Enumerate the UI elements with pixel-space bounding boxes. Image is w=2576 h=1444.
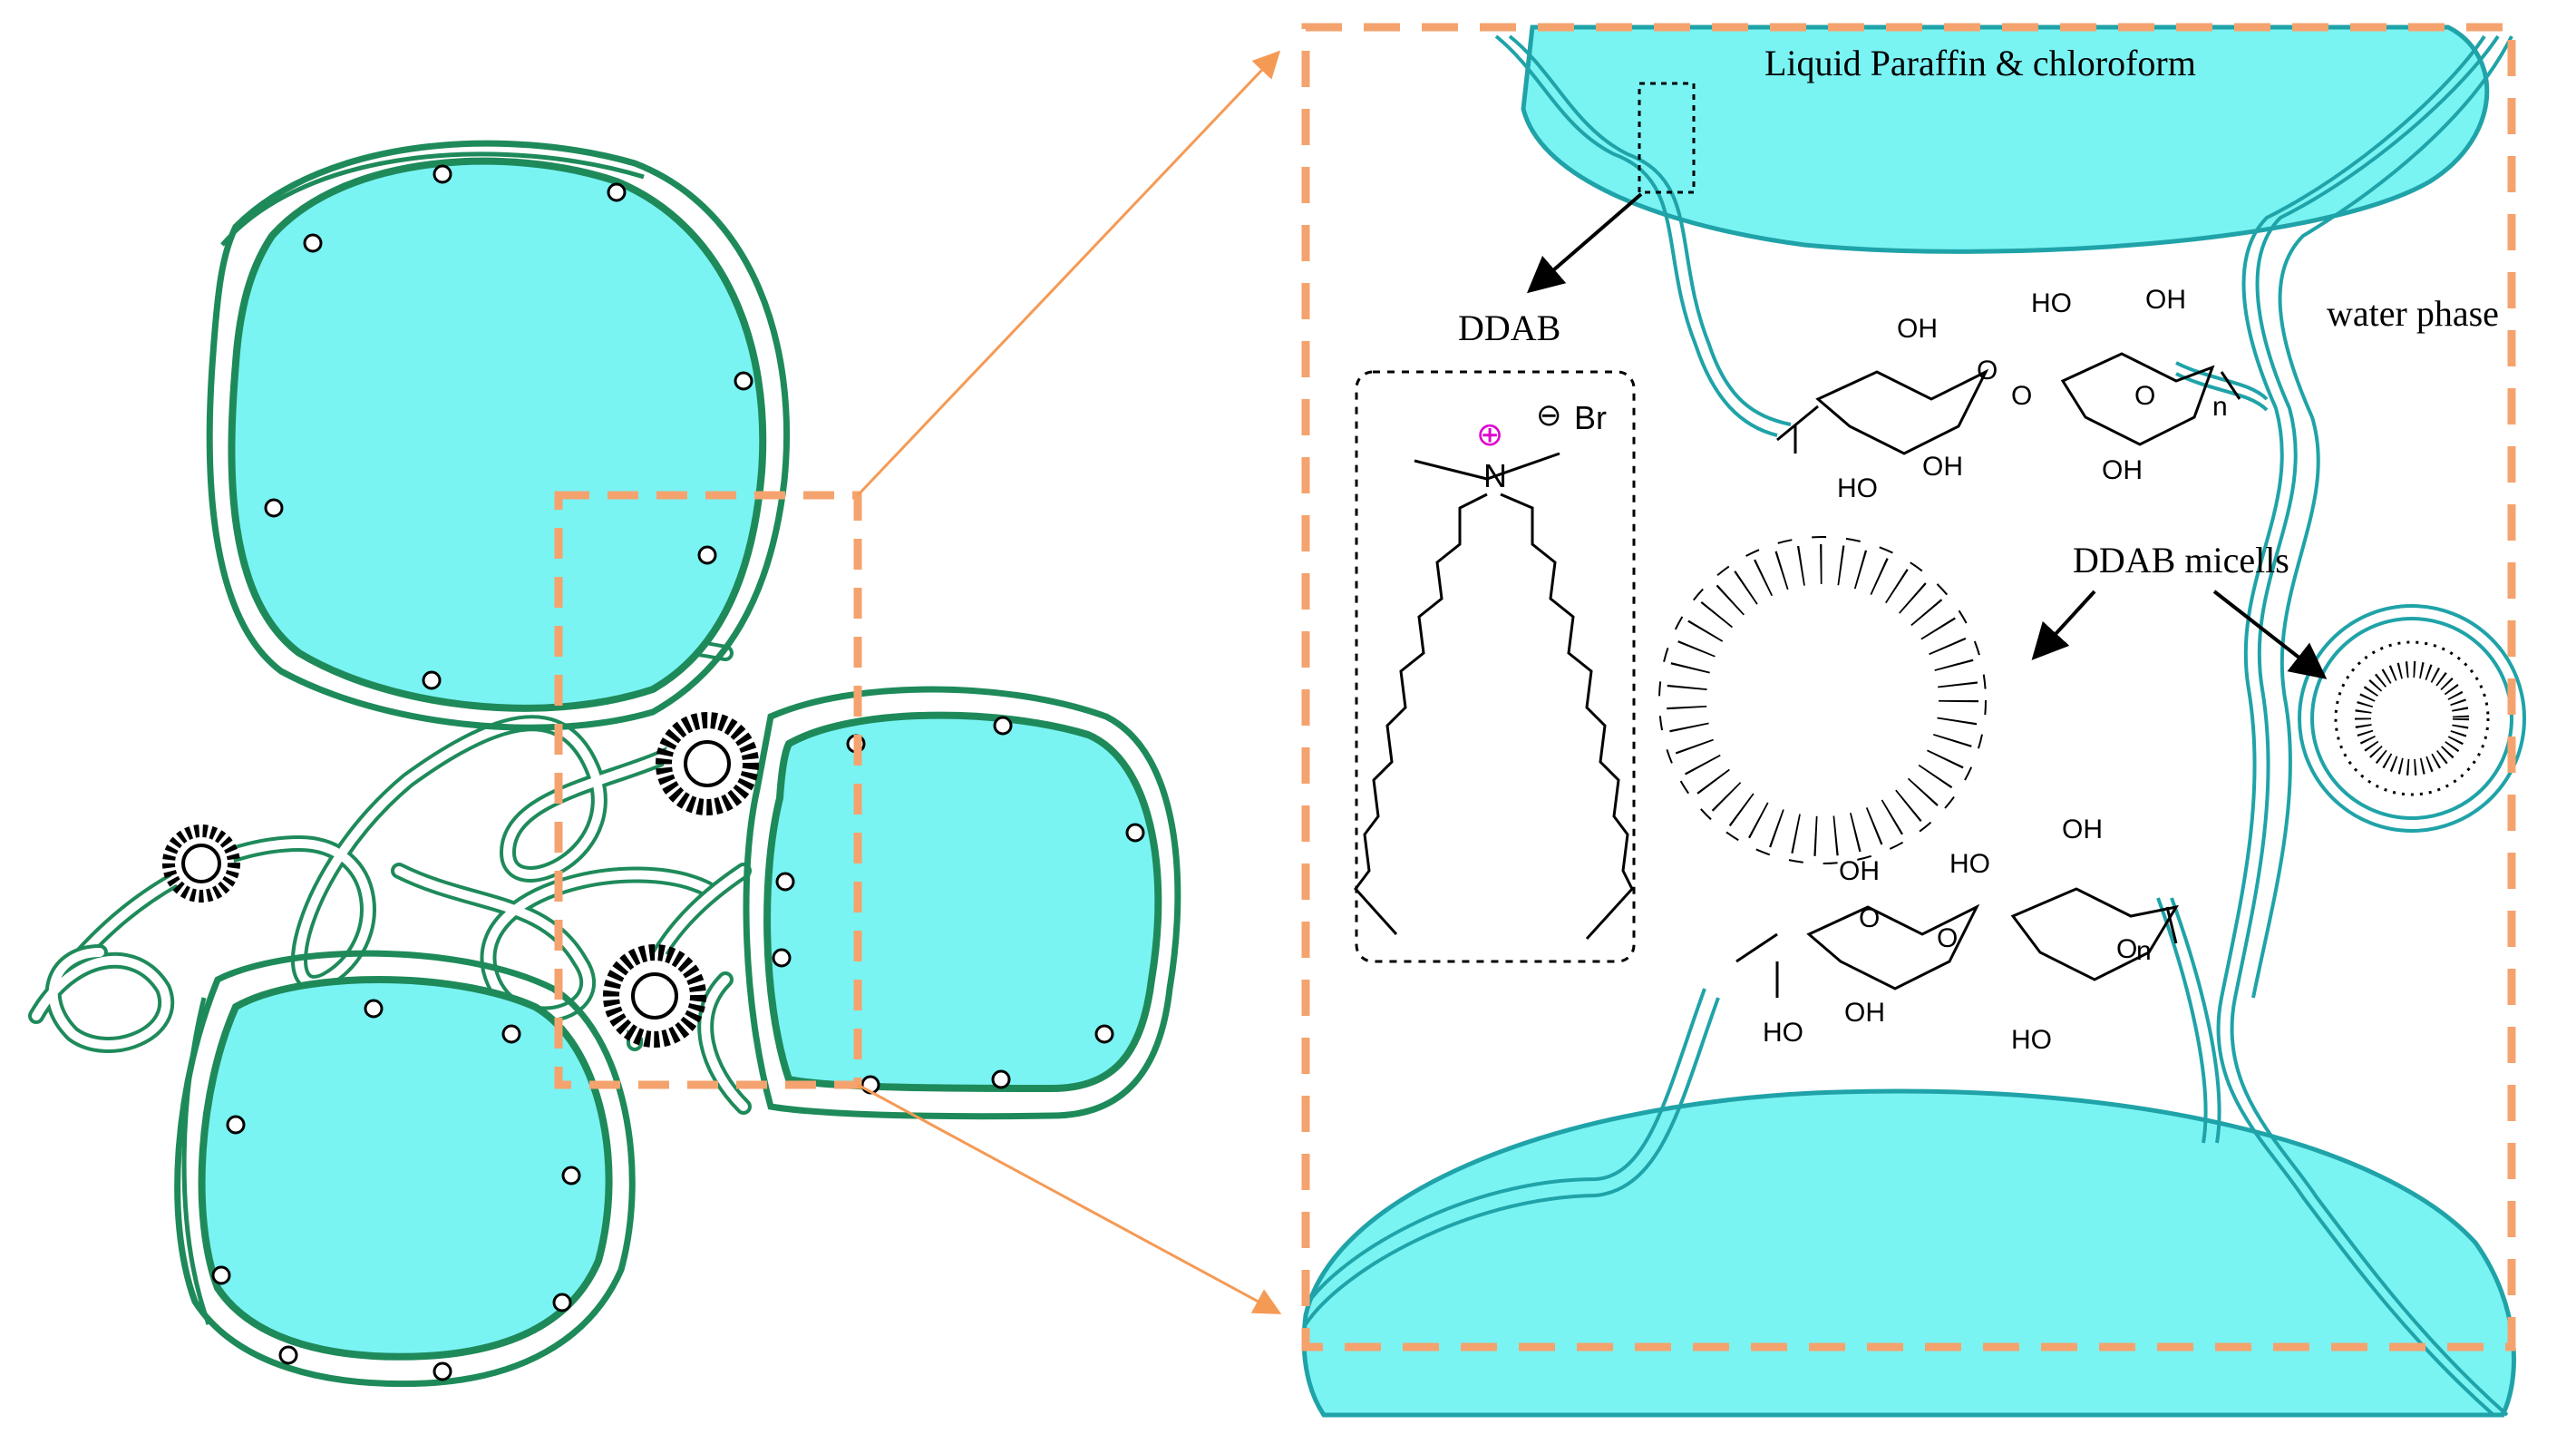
hydroxyl-label: OH — [1897, 314, 1938, 344]
micelles-label: DDAB micells — [2073, 540, 2289, 581]
ring-oxygen-label: O — [2134, 381, 2156, 411]
repeat-unit-n: n — [2136, 936, 2152, 966]
hydroxyl-label: HO — [2031, 288, 2072, 318]
ring-oxygen-label: O — [1859, 903, 1881, 933]
oil-phase-top — [1521, 24, 2490, 254]
hydroxyl-label: OH — [2145, 285, 2186, 315]
hydroxyl-label: OH — [1839, 856, 1880, 886]
oil-droplet-bottom — [174, 950, 636, 1388]
oil-phase-bottom — [1301, 1088, 2516, 1418]
network-micelle-1 — [162, 824, 240, 902]
detail-micelle-center — [1658, 536, 1987, 864]
oil-droplet-top — [206, 140, 790, 731]
hydroxyl-label: OH — [1844, 998, 1885, 1028]
ddab-structure-box — [1355, 370, 1636, 963]
zoom-region-box — [554, 491, 862, 1089]
detail-panel — [1301, 23, 2526, 1418]
hydroxyl-label: HO — [2011, 1025, 2052, 1055]
repeat-unit-n: n — [2212, 392, 2228, 422]
anion-charge-sign: ⊖ — [1536, 398, 1562, 433]
ddab-highlight-box — [1638, 82, 1696, 194]
hydroxyl-label: OH — [2062, 815, 2103, 844]
hydroxyl-label: HO — [1949, 849, 1990, 879]
network-micelle-2 — [656, 712, 759, 815]
label-arrows — [1526, 192, 2328, 679]
hydroxyl-label: OH — [2102, 455, 2143, 485]
teal-polymer-strands — [1304, 34, 2513, 1417]
ring-oxygen-label: O — [1937, 923, 1959, 953]
ring-oxygen-label: O — [2116, 934, 2138, 964]
oil-phase-label: Liquid Paraffin & chloroform — [1764, 43, 2196, 83]
droplet-surfactants — [211, 164, 1145, 1381]
ddab-chains — [1354, 452, 1634, 941]
hydroxyl-label: HO — [1837, 473, 1878, 503]
cellulose-chains — [1735, 352, 2241, 998]
nitrogen-atom: N — [1483, 457, 1507, 494]
cation-charge-sign: ⊕ — [1476, 415, 1504, 453]
network-micelle-3 — [603, 944, 706, 1048]
hydroxyl-label: HO — [1763, 1018, 1803, 1048]
water-phase-label: water phase — [2327, 293, 2499, 334]
detail-micelle-right — [2298, 604, 2526, 833]
hydroxyl-label: OH — [1922, 452, 1963, 482]
overview-panel — [28, 140, 1181, 1388]
bromide-atom: Br — [1574, 399, 1607, 436]
ring-oxygen-label: O — [1977, 356, 1998, 385]
ring-oxygen-label: O — [2011, 381, 2033, 411]
oil-droplet-right — [743, 686, 1181, 1120]
zoom-connectors — [856, 50, 1282, 1314]
zoom-detail-frame — [1301, 23, 2516, 1351]
ddab-label: DDAB — [1458, 307, 1561, 348]
